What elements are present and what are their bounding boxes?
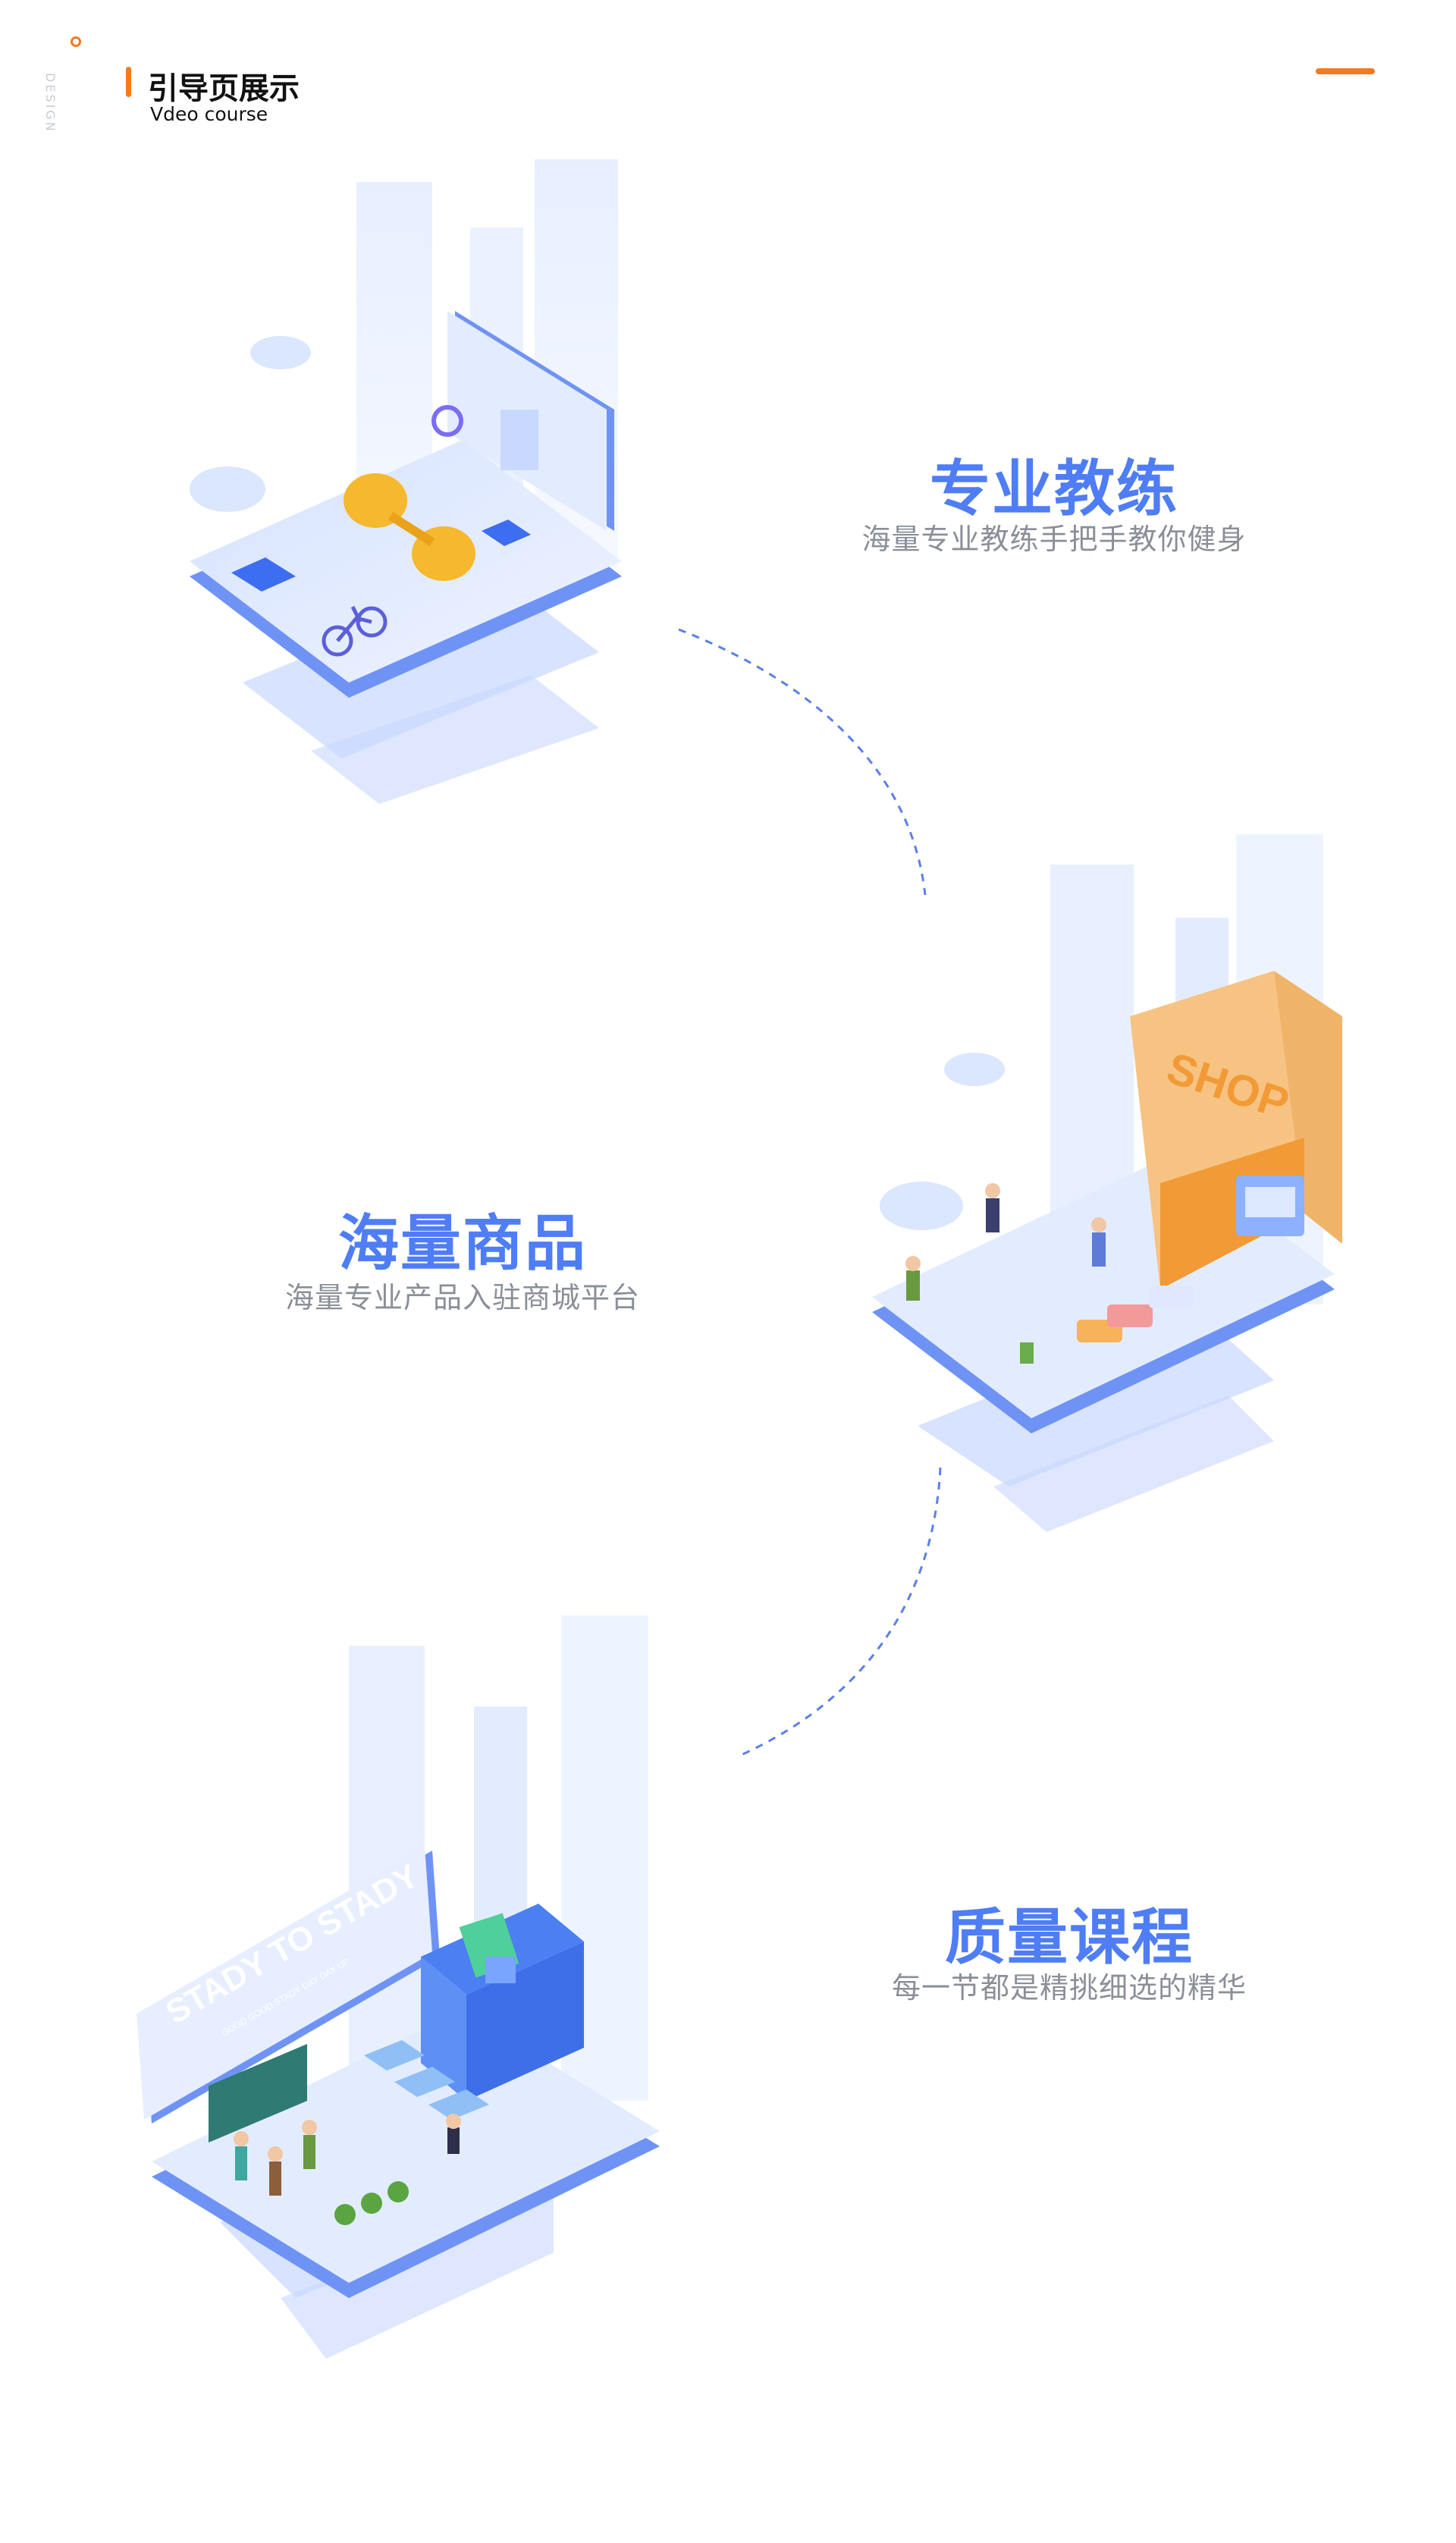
section-desc-course: 每一节都是精挑细选的精华 bbox=[891, 1971, 1247, 2005]
coach-illustration bbox=[190, 159, 622, 804]
section-desc-coach: 海量专业教练手把手教你健身 bbox=[861, 523, 1247, 556]
shop-illustration: SHOP bbox=[872, 834, 1342, 1532]
section-desc-goods: 海量专业产品入驻商城平台 bbox=[284, 1281, 640, 1314]
section-title-coach: 专业教练 bbox=[930, 454, 1178, 524]
section-title-goods: 海量商品 bbox=[338, 1208, 587, 1279]
title-accent-bar bbox=[126, 67, 131, 97]
brand-dot-icon bbox=[71, 36, 81, 47]
course-illustration: STADY TO STADY GOOD GOOD STADY DAY DAY U… bbox=[136, 1615, 660, 2359]
page-title: 引导页展示 bbox=[148, 71, 300, 106]
section-title-course: 质量课程 bbox=[945, 1902, 1194, 1973]
header-orange-line bbox=[1316, 68, 1375, 74]
page-subtitle: Vdeo course bbox=[150, 103, 268, 125]
